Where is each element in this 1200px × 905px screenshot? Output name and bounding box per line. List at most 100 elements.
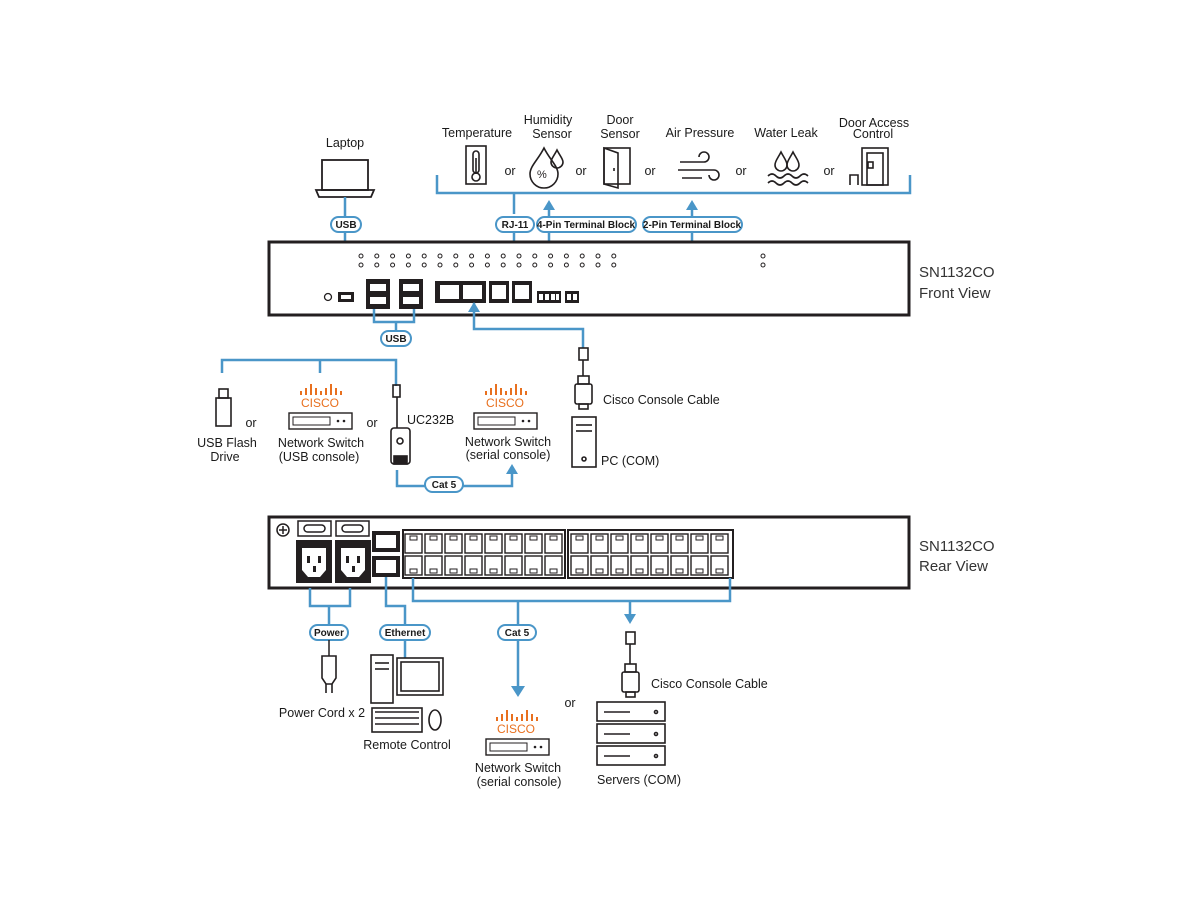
cisco-bar <box>501 714 503 721</box>
serial-port-latch <box>509 568 518 574</box>
cisco-bar <box>320 391 322 395</box>
cisco-bar <box>510 388 512 395</box>
rear-power-inlets <box>296 540 371 583</box>
cisco-bar <box>521 714 523 721</box>
remote-computer-icon <box>370 654 444 733</box>
cisco-bar <box>516 717 518 721</box>
cisco-cable-label-rear: Cisco Console Cable <box>651 677 768 691</box>
cisco-bar <box>325 388 327 395</box>
cisco-bar <box>496 717 498 721</box>
serial-port <box>650 555 669 576</box>
serial-port <box>444 555 463 576</box>
front-4pin-terminal <box>537 291 561 303</box>
front-console-arrow <box>468 302 480 312</box>
humidity-label-2: Sensor <box>532 127 572 141</box>
front-led <box>374 253 380 259</box>
front-led <box>532 262 538 268</box>
rear-lan-ports <box>372 531 400 577</box>
front-reset-hole <box>323 292 333 302</box>
cisco-bar <box>525 391 527 395</box>
serial-port-latch <box>675 535 684 541</box>
usb-flash-label-1: USB Flash <box>197 436 257 450</box>
cisco-bar <box>515 384 517 395</box>
cisco-console-cable-icon-front <box>574 347 593 410</box>
serial-port <box>484 555 503 576</box>
front-led-grid <box>358 253 617 268</box>
serial-port-latch <box>529 568 538 574</box>
rear-serial-bracket <box>411 578 732 603</box>
rear-title-1: SN1132CO <box>919 538 995 555</box>
serial-port-latch <box>509 535 518 541</box>
rj11-pill-text: RJ-11 <box>502 220 529 231</box>
power-pill-text: Power <box>314 628 344 639</box>
pin2-pill: 2-Pin Terminal Block <box>642 216 743 233</box>
cisco-bar <box>520 388 522 395</box>
cisco-logo-bars-3 <box>496 710 538 721</box>
front-led <box>405 253 411 259</box>
front-led <box>390 262 396 268</box>
servers-com-label: Servers (COM) <box>597 773 681 787</box>
or-text-5: or <box>823 164 834 178</box>
cat5-front-arrow <box>506 464 518 474</box>
cisco-bar <box>531 714 533 721</box>
cisco-cable-label-front: Cisco Console Cable <box>603 393 720 407</box>
cat5-front-pill-text: Cat 5 <box>432 480 457 491</box>
serial-port <box>570 533 589 554</box>
serial-port <box>544 533 563 554</box>
cisco-logo-bars-2 <box>485 384 527 395</box>
serial-port-latch <box>549 568 558 574</box>
rear-console-arrow <box>624 614 636 624</box>
thermometer-icon <box>465 145 487 185</box>
rear-serial-port-block-1 <box>402 529 566 579</box>
serial-port-latch <box>635 568 644 574</box>
serial-port-latch <box>409 535 418 541</box>
cisco-logo-3: CISCO <box>497 722 535 736</box>
usb-flash-label-2: Drive <box>210 450 239 464</box>
or-text-2: or <box>575 164 586 178</box>
sensor-bracket <box>435 175 912 195</box>
air-pressure-label: Air Pressure <box>666 126 735 140</box>
usb-laptop-pill-text: USB <box>335 220 356 231</box>
serial-port <box>484 533 503 554</box>
front-rj45-ports <box>435 281 486 303</box>
serial-port-latch <box>469 568 478 574</box>
serial-port-latch <box>575 568 584 574</box>
ethernet-pill-text: Ethernet <box>385 628 426 639</box>
serial-port <box>610 533 629 554</box>
cisco-logo-1: CISCO <box>301 396 339 410</box>
cisco-bar <box>500 388 502 395</box>
front-or-2: or <box>366 416 377 430</box>
serial-port <box>544 555 563 576</box>
front-led-right-1 <box>760 253 766 259</box>
serial-port-latch <box>409 568 418 574</box>
front-led <box>548 253 554 259</box>
cisco-bar <box>511 714 513 721</box>
serial-port-latch <box>429 535 438 541</box>
cisco-bar <box>506 710 508 721</box>
pc-com-label: PC (COM) <box>601 454 659 468</box>
rear-title-2: Rear View <box>919 558 988 575</box>
serial-port-latch <box>595 568 604 574</box>
front-led <box>563 253 569 259</box>
cisco-bar <box>485 391 487 395</box>
serial-port-latch <box>615 568 624 574</box>
pin4-pill: 4-Pin Terminal Block <box>536 216 637 233</box>
cisco-bar <box>305 388 307 395</box>
serial-port-latch <box>469 535 478 541</box>
usb-front-pill-text: USB <box>385 334 406 345</box>
humidity-label-1: Humidity <box>524 113 573 127</box>
serial-port <box>670 555 689 576</box>
cat5-rear-arrow <box>511 686 525 697</box>
front-rj11-ports <box>489 281 532 303</box>
front-2pin-terminal <box>565 291 579 303</box>
front-led <box>453 253 459 259</box>
serial-port-latch <box>429 568 438 574</box>
power-cord-label: Power Cord x 2 <box>279 706 365 720</box>
serial-port-latch <box>715 535 724 541</box>
svg-text:%: % <box>537 169 547 181</box>
cisco-bar <box>340 391 342 395</box>
cisco-bar <box>335 388 337 395</box>
cisco-bar <box>526 710 528 721</box>
serial-port-latch <box>489 535 498 541</box>
